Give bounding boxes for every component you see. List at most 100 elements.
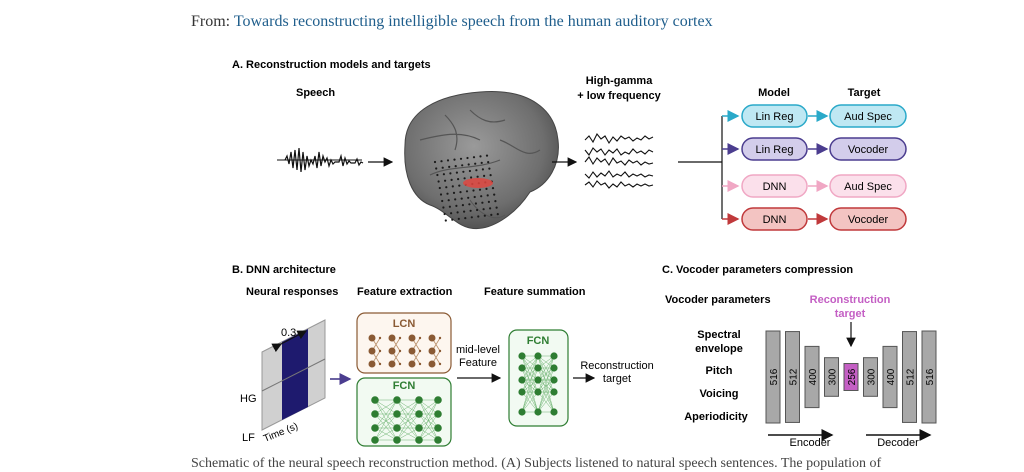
electrode-dot	[470, 216, 473, 219]
lcn-node	[368, 360, 376, 368]
param-envelope: envelope	[695, 343, 743, 355]
lcn-node	[418, 336, 422, 340]
model-pill	[741, 137, 808, 161]
electrode-dot	[439, 193, 443, 196]
neural-response-window	[261, 319, 326, 431]
fcn-node	[415, 424, 423, 432]
lcn-node	[428, 334, 436, 342]
electrode-dot	[480, 161, 483, 164]
layer-bar	[921, 330, 937, 424]
brain-image	[404, 91, 559, 230]
electrode-dot	[441, 199, 444, 203]
lcn-node	[438, 362, 442, 366]
speech-label: Speech	[296, 87, 335, 99]
electrode-dot	[469, 209, 472, 212]
fcn-node	[371, 410, 379, 418]
fcn-summation-node	[550, 352, 558, 360]
electrode-dot	[472, 156, 476, 159]
lcn-node	[408, 360, 416, 368]
electrode-dot	[457, 178, 460, 181]
layer-size-label: 256	[847, 368, 858, 385]
lcn-node	[418, 349, 422, 353]
electrode-dot	[496, 213, 499, 216]
layer-size-label: 516	[925, 368, 936, 385]
fcn-summation-node	[534, 408, 542, 416]
layer-size-label: 516	[769, 368, 780, 385]
electrode-dot	[490, 213, 493, 216]
lcn-node	[408, 347, 416, 355]
electrode-dot	[481, 168, 484, 171]
electrode-dot	[476, 175, 479, 178]
panel-c-title: C. Vocoder parameters compression	[662, 264, 853, 276]
electrode-dot	[474, 202, 477, 205]
electrode-dot	[475, 169, 478, 172]
electrode-dot	[459, 191, 462, 194]
fcn-summation-node	[518, 388, 526, 396]
fcn-node	[371, 436, 379, 444]
panel-a-title: A. Reconstruction models and targets	[232, 59, 431, 71]
electrode-dot	[451, 218, 454, 221]
fcn-node	[434, 436, 442, 444]
lf-label: LF	[242, 432, 255, 444]
electrode-dot	[480, 195, 483, 198]
electrode-dot	[438, 186, 441, 190]
layer-bar	[902, 331, 917, 423]
layer-bar	[882, 345, 898, 409]
electrode-dot	[483, 214, 486, 217]
fcn-node	[434, 410, 442, 418]
lcn-box	[356, 312, 452, 374]
electrode-dot	[466, 156, 469, 160]
layer-bar	[804, 345, 820, 409]
lcn-node	[428, 360, 436, 368]
vocoder-params-label: Vocoder parameters	[665, 294, 771, 306]
electrode-dot	[494, 200, 497, 203]
lcn-node	[438, 336, 442, 340]
fcn-summation-node	[550, 364, 558, 372]
fcn-summation-network	[518, 352, 558, 416]
fcn-node	[415, 410, 423, 418]
electrode-dot	[491, 187, 495, 190]
lcn-node	[378, 362, 382, 366]
layer-size-label: 400	[808, 368, 819, 385]
electrode-dot	[472, 189, 475, 192]
fcn-node	[415, 436, 423, 444]
electrode-dot	[440, 160, 443, 163]
electrode-dot	[489, 174, 492, 177]
layer-bar	[765, 330, 781, 424]
electrode-dot	[478, 188, 482, 191]
electrode-dot	[446, 159, 450, 162]
electrode-dot	[461, 204, 464, 207]
article-link[interactable]: Towards reconstructing intelligible spee…	[233, 13, 713, 30]
fcn-node	[393, 396, 401, 404]
decoder-label: Decoder	[877, 437, 919, 449]
target-name: Aud Spec	[844, 181, 892, 193]
layer-size-label: 400	[886, 368, 897, 385]
electrode-dot	[483, 174, 486, 177]
target-pill	[829, 137, 907, 161]
window-size-label: 0.3	[281, 327, 296, 339]
electrode-dot	[433, 160, 437, 164]
lcn-node	[378, 336, 382, 340]
electrode-dot	[443, 212, 446, 216]
electrode-dot	[449, 172, 452, 175]
fcn-summation-node	[534, 376, 542, 384]
target-name: Vocoder	[848, 144, 889, 156]
target-pill	[829, 207, 907, 231]
lcn-node	[378, 349, 382, 353]
neural-responses-label: Neural responses	[246, 286, 338, 298]
lcn-node	[418, 362, 422, 366]
target-pill	[829, 174, 907, 198]
electrode-dot	[454, 198, 457, 201]
electrode-dot	[442, 206, 445, 209]
fcn-summation-node	[550, 408, 558, 416]
fcn-summation-node	[534, 388, 542, 396]
layer-size-label: 300	[828, 368, 839, 385]
fcn-label: FCN	[393, 380, 416, 392]
fcn-summation-node	[518, 408, 526, 416]
panel-b-title: B. DNN architecture	[232, 264, 336, 276]
electrode-dot	[441, 166, 444, 169]
layer-bar	[785, 331, 800, 423]
electrode-dot	[465, 190, 469, 193]
